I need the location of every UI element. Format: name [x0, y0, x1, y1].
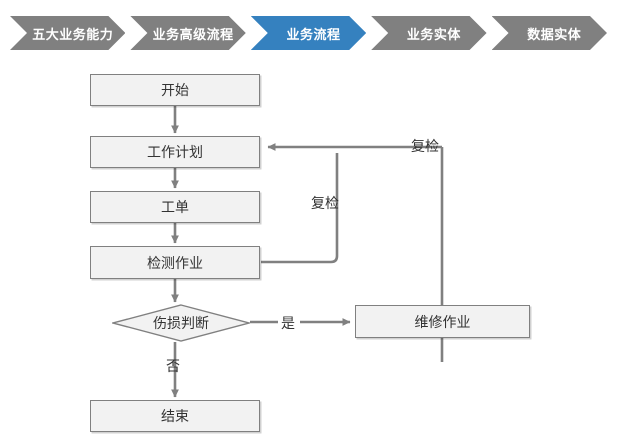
node-end-label: 结束: [161, 408, 189, 424]
breadcrumb-item-label: 业务实体: [406, 26, 461, 42]
edge-label-recheck-inspection-text: 复检: [311, 195, 339, 211]
edge-label-decision-no: 否: [166, 356, 180, 376]
flowchart-diagram: 开始 工作计划 工单 检测作业 维修作业 结束 伤损判断 复检 复检 是 否: [0, 52, 634, 439]
edge-label-decision-yes: 是: [281, 313, 295, 333]
breadcrumb-item-4[interactable]: 业务实体: [371, 16, 487, 50]
breadcrumb-item-5[interactable]: 数据实体: [491, 16, 607, 50]
node-inspection-task[interactable]: 检测作业: [90, 246, 260, 279]
breadcrumb-item-3[interactable]: 业务流程: [250, 16, 367, 50]
node-work-order-label: 工单: [161, 199, 189, 215]
node-work-order[interactable]: 工单: [90, 191, 260, 223]
edge-label-decision-yes-text: 是: [281, 315, 295, 331]
node-repair-task-label: 维修作业: [414, 313, 471, 330]
diamond-shape-icon: [112, 304, 250, 342]
node-work-plan-label: 工作计划: [147, 144, 203, 160]
node-start[interactable]: 开始: [90, 74, 260, 106]
node-start-label: 开始: [161, 82, 189, 98]
breadcrumb-item-label: 业务高级流程: [152, 26, 234, 42]
node-work-plan[interactable]: 工作计划: [90, 136, 260, 168]
breadcrumb-item-1[interactable]: 五大业务能力: [10, 16, 126, 50]
breadcrumb-item-label: 业务流程: [286, 26, 341, 42]
edge-label-recheck-inspection: 复检: [311, 193, 339, 213]
breadcrumb: 五大业务能力 业务高级流程 业务流程 业务实体 数据实体: [0, 16, 634, 50]
breadcrumb-item-label: 数据实体: [527, 26, 582, 42]
node-damage-decision-label: 伤损判断: [153, 315, 209, 331]
node-repair-task[interactable]: 维修作业: [355, 305, 530, 338]
edge-inspection-recheck-loop: [261, 153, 339, 264]
edge-label-recheck-repair: 复检: [411, 136, 439, 156]
flowchart-connectors: [171, 106, 444, 398]
breadcrumb-item-label: 五大业务能力: [32, 26, 114, 42]
node-damage-decision[interactable]: 伤损判断: [112, 304, 250, 342]
edge-label-recheck-repair-text: 复检: [411, 138, 439, 154]
node-inspection-task-label: 检测作业: [147, 254, 203, 271]
node-end[interactable]: 结束: [90, 400, 260, 432]
edge-label-decision-no-text: 否: [166, 358, 180, 374]
breadcrumb-item-2[interactable]: 业务高级流程: [130, 16, 246, 50]
